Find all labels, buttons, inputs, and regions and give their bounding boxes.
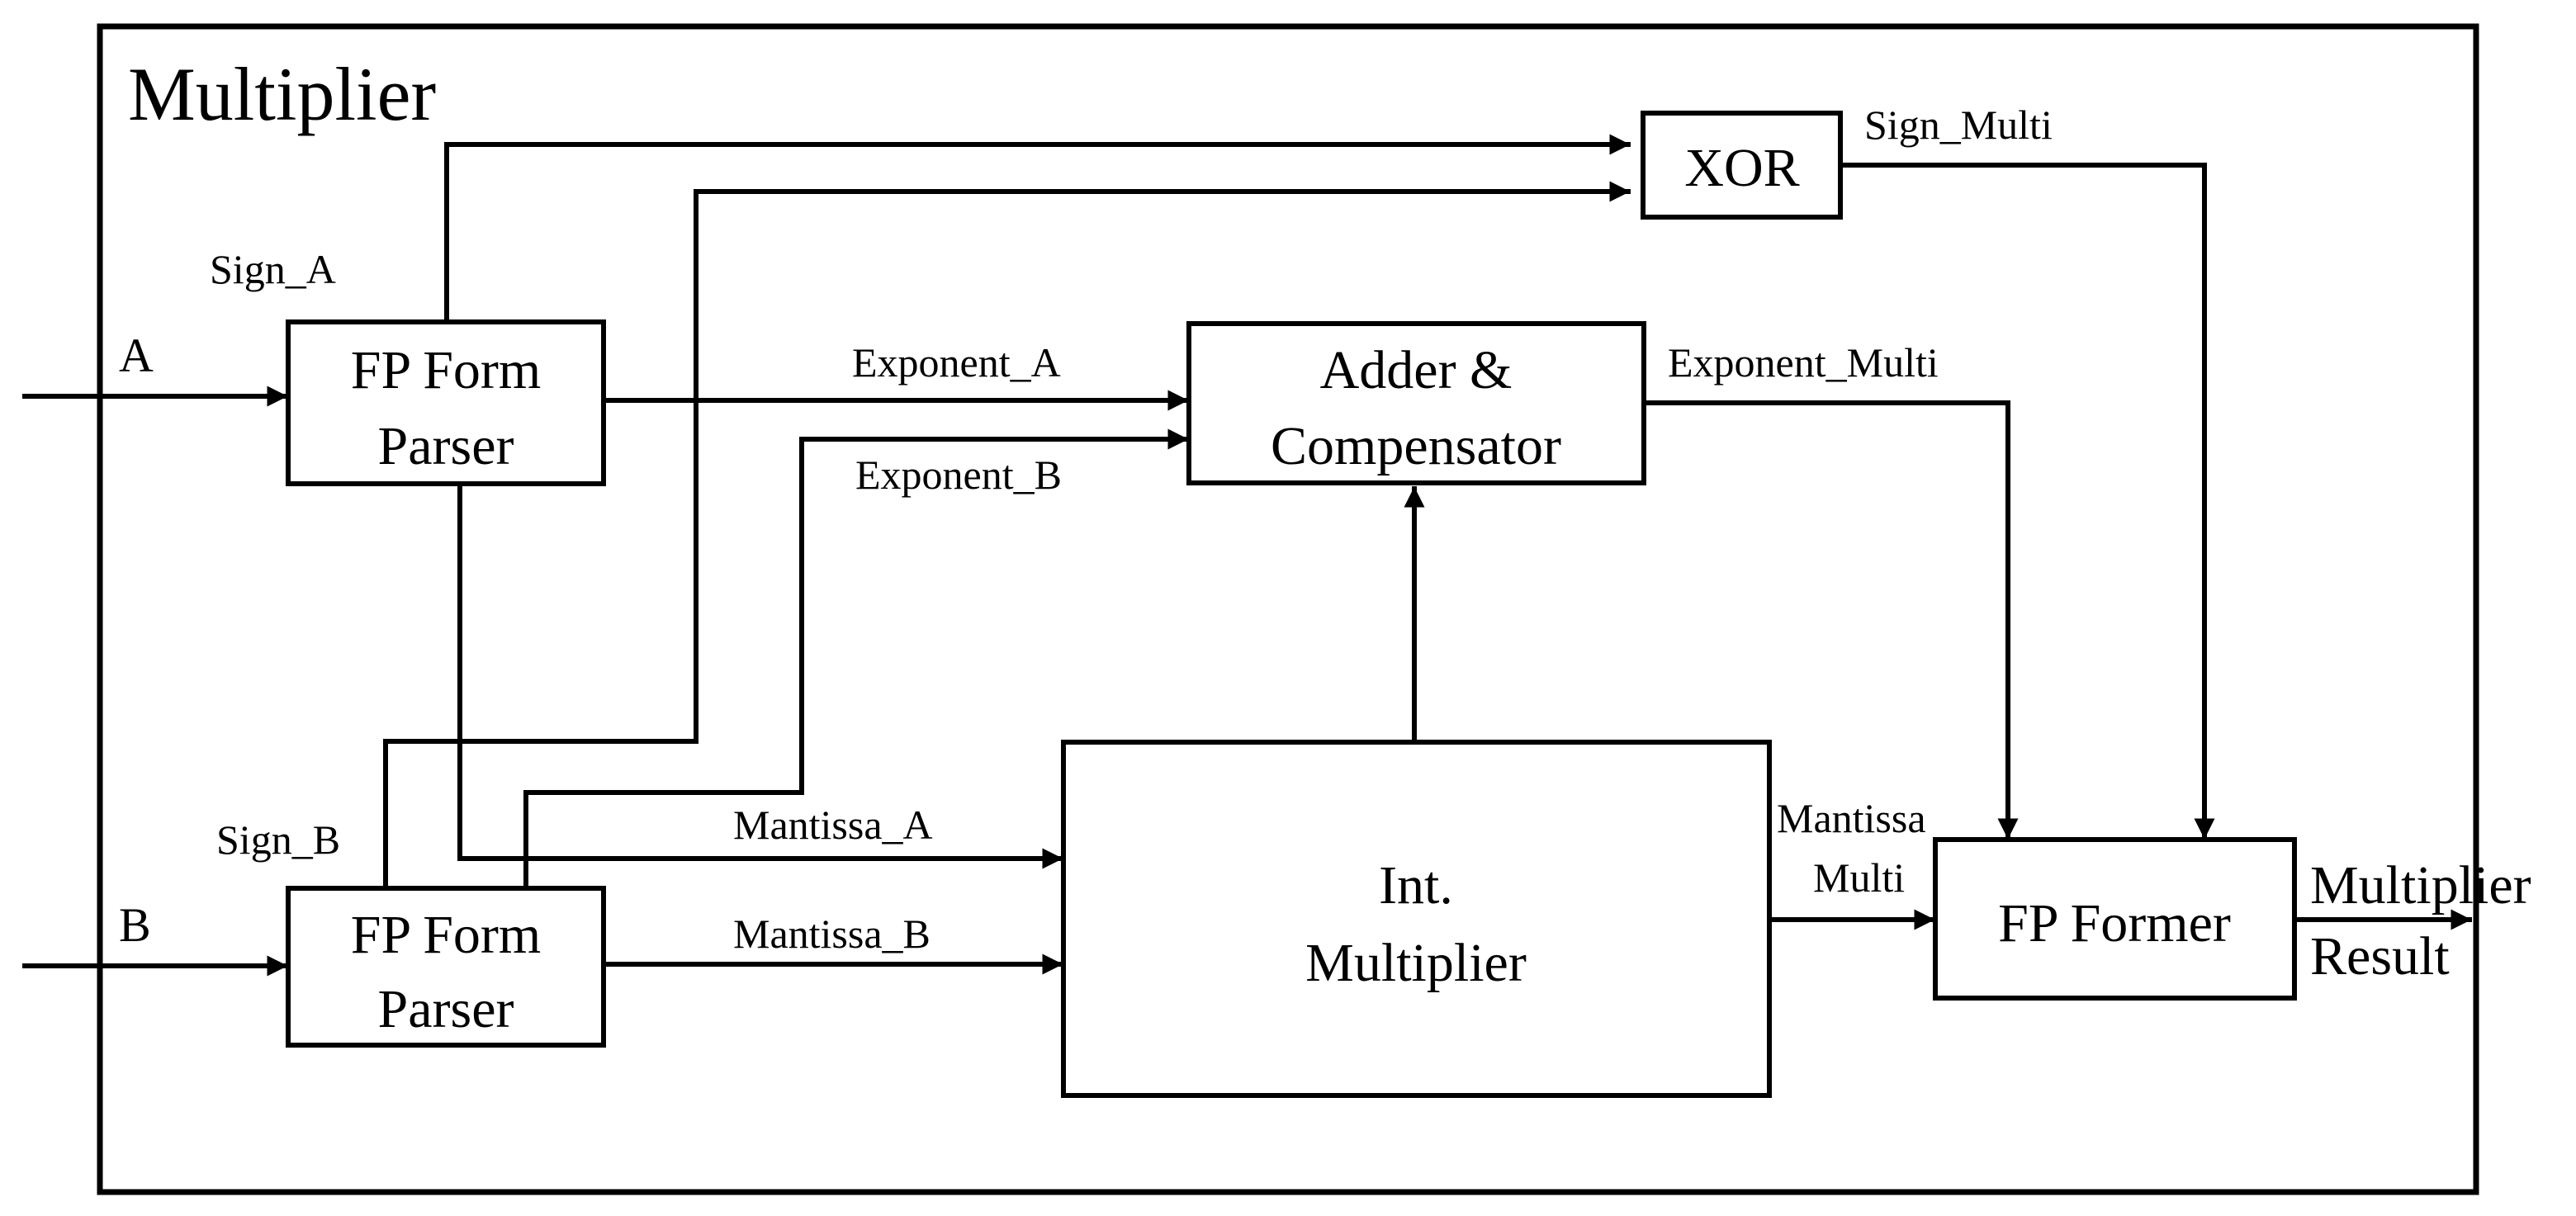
- input-a-label: A: [119, 329, 154, 382]
- fp-former: FP Former: [1933, 837, 2297, 1001]
- mantissa-multi-label-2: Multi: [1813, 854, 1905, 901]
- sign-a-label: Sign_A: [210, 246, 336, 292]
- int-multiplier-box: [1061, 740, 1772, 1098]
- mantissa-a-wire: [457, 481, 1063, 869]
- fp-former-box: [1933, 837, 2297, 1001]
- diagram-title: Multiplier: [128, 52, 436, 136]
- exponent-b-wire: [523, 428, 1189, 891]
- parser-b-label-1: FP Form: [351, 905, 541, 965]
- int-multiplier: Int. Multiplier: [1061, 740, 1772, 1098]
- wires: [22, 134, 2472, 977]
- exponent-b-label: Exponent_B: [855, 452, 1062, 498]
- output-label-2: Result: [2310, 926, 2450, 987]
- int-multiplier-label-1: Int.: [1379, 855, 1453, 916]
- sign-multi-label: Sign_Multi: [1864, 102, 2053, 148]
- input-b-label: B: [119, 898, 151, 952]
- sign-b-label: Sign_B: [216, 816, 340, 863]
- adder-box: [1186, 321, 1646, 485]
- sign-b-wire: [383, 181, 1631, 891]
- mantissa-a-label: Mantissa_A: [733, 802, 933, 848]
- xor-label: XOR: [1684, 138, 1799, 198]
- mantissa-multi-label-1: Mantissa: [1777, 795, 1926, 841]
- xor-gate: XOR: [1641, 111, 1843, 220]
- parser-b-label-2: Parser: [378, 979, 514, 1039]
- exponent-multi-label: Exponent_Multi: [1668, 339, 1939, 386]
- multiplier-frame: [97, 23, 2479, 1195]
- adder-compensator: Adder & Compensator: [1186, 321, 1646, 485]
- adder-label-1: Adder &: [1320, 340, 1513, 400]
- sign-a-wire: [444, 134, 1631, 324]
- exponent-a-label: Exponent_A: [852, 339, 1061, 386]
- sign-multi-wire: [1838, 163, 2215, 840]
- int-multiplier-label-2: Multiplier: [1305, 933, 1527, 993]
- output-label-1: Multiplier: [2310, 855, 2531, 916]
- parser-a-label-1: FP Form: [351, 340, 541, 400]
- parser-b-box: [286, 886, 606, 1048]
- mantissa-b-label: Mantissa_B: [733, 911, 930, 957]
- fp-former-label: FP Former: [1998, 893, 2231, 953]
- xor-box: [1641, 111, 1843, 220]
- fp-form-parser-b: FP Form Parser: [286, 886, 606, 1048]
- exponent-multi-wire: [1641, 400, 2019, 840]
- parser-a-label-2: Parser: [378, 416, 514, 476]
- parser-a-box: [286, 319, 606, 486]
- fp-form-parser-a: FP Form Parser: [286, 319, 606, 486]
- adder-label-2: Compensator: [1271, 416, 1561, 476]
